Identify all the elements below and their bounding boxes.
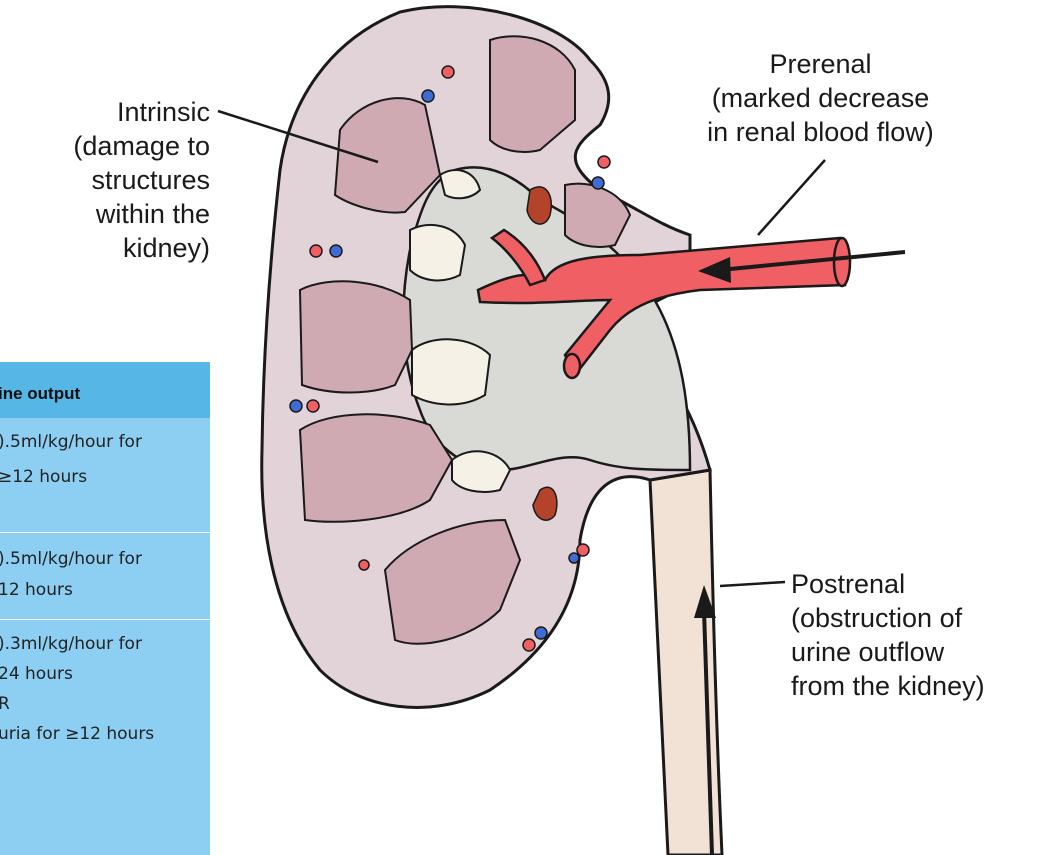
prerenal-label: Prerenal (marked decrease in renal blood…: [668, 47, 973, 149]
intrinsic-label: Intrinsic (damage to structures within t…: [30, 95, 210, 265]
postrenal-label: Postrenal (obstruction of urine outflow …: [791, 567, 985, 703]
